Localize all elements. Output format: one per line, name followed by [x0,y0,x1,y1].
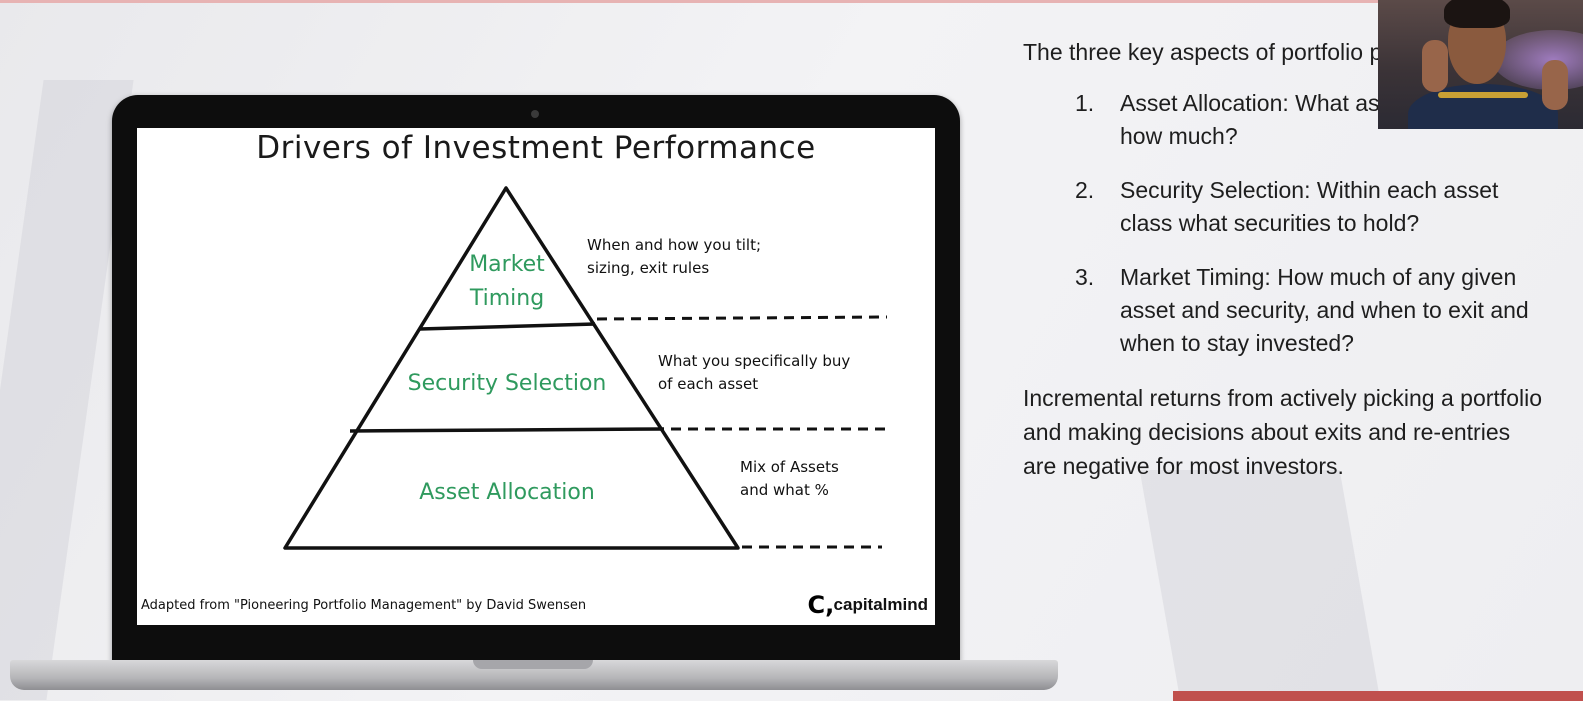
pyramid-diagram [283,186,889,550]
brand-name: capitalmind [833,595,928,614]
panel-conclusion: Incremental returns from actively pickin… [1023,385,1542,479]
dashed-line-top [596,315,888,321]
pyramid-divider-top [419,322,596,331]
note-asset-allocation-line2: and what % [740,481,829,499]
bottom-accent-bar [1173,691,1583,701]
pyramid-outline [283,186,740,550]
label-security-selection: Security Selection [407,371,607,396]
label-asset-allocation: Asset Allocation [419,480,595,505]
presenter-shirt-stripe [1438,92,1528,98]
top-accent-line [0,0,1583,3]
slide-screen: Drivers of Investment Performance Market… [137,128,935,625]
webcam-overlay [1378,0,1583,129]
note-security-selection-line2: of each asset [658,375,759,393]
background-building-right [1139,470,1381,701]
capitalmind-logo-icon: C, [807,591,835,619]
note-market-timing-line1: When and how you tilt; [587,236,762,254]
slide-source-credit: Adapted from "Pioneering Portfolio Manag… [141,598,587,613]
list-item-number: 2. [1075,177,1095,203]
label-market-timing-2: Timing [469,286,545,311]
presenter-hand-left [1422,40,1448,92]
list-item-text: Security Selection: Within each asset cl… [1120,177,1499,236]
note-market-timing-line2: sizing, exit rules [587,259,710,277]
label-market-timing-1: Market [469,252,545,277]
laptop-camera [531,110,539,118]
webcam-background-light [1493,30,1583,90]
laptop-base [10,660,1058,690]
note-security-selection-line1: What you specifically buy [658,352,851,370]
list-item: 2. Security Selection: Within each asset… [1023,174,1543,240]
list-item: 3. Market Timing: How much of any given … [1023,261,1543,360]
slide-title: Drivers of Investment Performance [256,130,816,166]
list-item-text: Market Timing: How much of any given ass… [1120,264,1529,356]
capitalmind-brand: C, capitalmind [807,591,928,619]
note-asset-allocation-line1: Mix of Assets [740,458,839,476]
list-item-number: 3. [1075,264,1095,290]
laptop-notch [473,660,593,669]
note-asset-allocation: Mix of Assets and what % [740,456,839,502]
list-item-number: 1. [1075,90,1095,116]
presenter-hand-right [1542,60,1568,110]
note-security-selection: What you specifically buy of each asset [658,350,850,396]
laptop-frame: Drivers of Investment Performance Market… [112,95,960,663]
presenter-hair [1444,0,1510,28]
pyramid-divider-middle [349,427,665,433]
note-market-timing: When and how you tilt; sizing, exit rule… [587,234,761,280]
aspects-list: 1. Asset Allocation: What assets to own … [1023,87,1543,360]
